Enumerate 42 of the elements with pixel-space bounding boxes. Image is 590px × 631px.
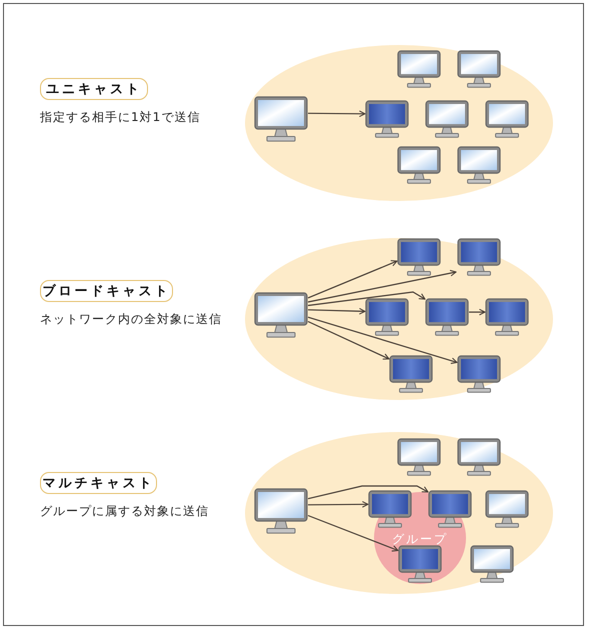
monitor-icon bbox=[398, 545, 442, 583]
monitor-icon bbox=[254, 292, 308, 338]
heading-box: マルチキャスト bbox=[40, 472, 157, 494]
monitor-icon bbox=[425, 100, 469, 138]
monitor-icon bbox=[457, 355, 501, 393]
monitor-icon bbox=[254, 488, 308, 534]
monitor-icon bbox=[368, 490, 412, 528]
monitor-icon bbox=[457, 238, 501, 276]
description-text: グループに属する対象に送信 bbox=[40, 503, 209, 520]
arrow bbox=[469, 308, 486, 316]
monitor-icon bbox=[397, 238, 441, 276]
description-text: 指定する相手に1対1で送信 bbox=[40, 109, 200, 126]
monitor-icon bbox=[254, 96, 308, 142]
monitor-icon bbox=[397, 438, 441, 476]
heading-box: ブロードキャスト bbox=[40, 280, 173, 302]
description-text: ネットワーク内の全対象に送信 bbox=[40, 311, 222, 328]
arrow bbox=[308, 270, 457, 303]
arrow bbox=[308, 291, 426, 306]
monitor-icon bbox=[428, 490, 472, 528]
arrow bbox=[308, 485, 429, 500]
heading-box: ユニキャスト bbox=[40, 78, 148, 100]
monitor-icon bbox=[485, 298, 529, 336]
monitor-icon bbox=[397, 146, 441, 184]
monitor-icon bbox=[457, 50, 501, 88]
group-label: グループ bbox=[392, 532, 448, 546]
arrow bbox=[308, 308, 366, 315]
monitor-icon bbox=[457, 438, 501, 476]
arrow bbox=[308, 110, 366, 118]
monitor-icon bbox=[470, 545, 514, 583]
monitor-icon bbox=[365, 100, 409, 138]
monitor-icon bbox=[397, 50, 441, 88]
arrow bbox=[308, 320, 390, 360]
monitor-icon bbox=[485, 490, 529, 528]
monitor-icon bbox=[389, 355, 433, 393]
arrow bbox=[308, 260, 398, 298]
arrow bbox=[308, 501, 369, 508]
monitor-icon bbox=[485, 100, 529, 138]
monitor-icon bbox=[457, 146, 501, 184]
monitor-icon bbox=[365, 298, 409, 336]
monitor-icon bbox=[425, 298, 469, 336]
arrow bbox=[308, 514, 399, 552]
arrow bbox=[308, 316, 458, 364]
